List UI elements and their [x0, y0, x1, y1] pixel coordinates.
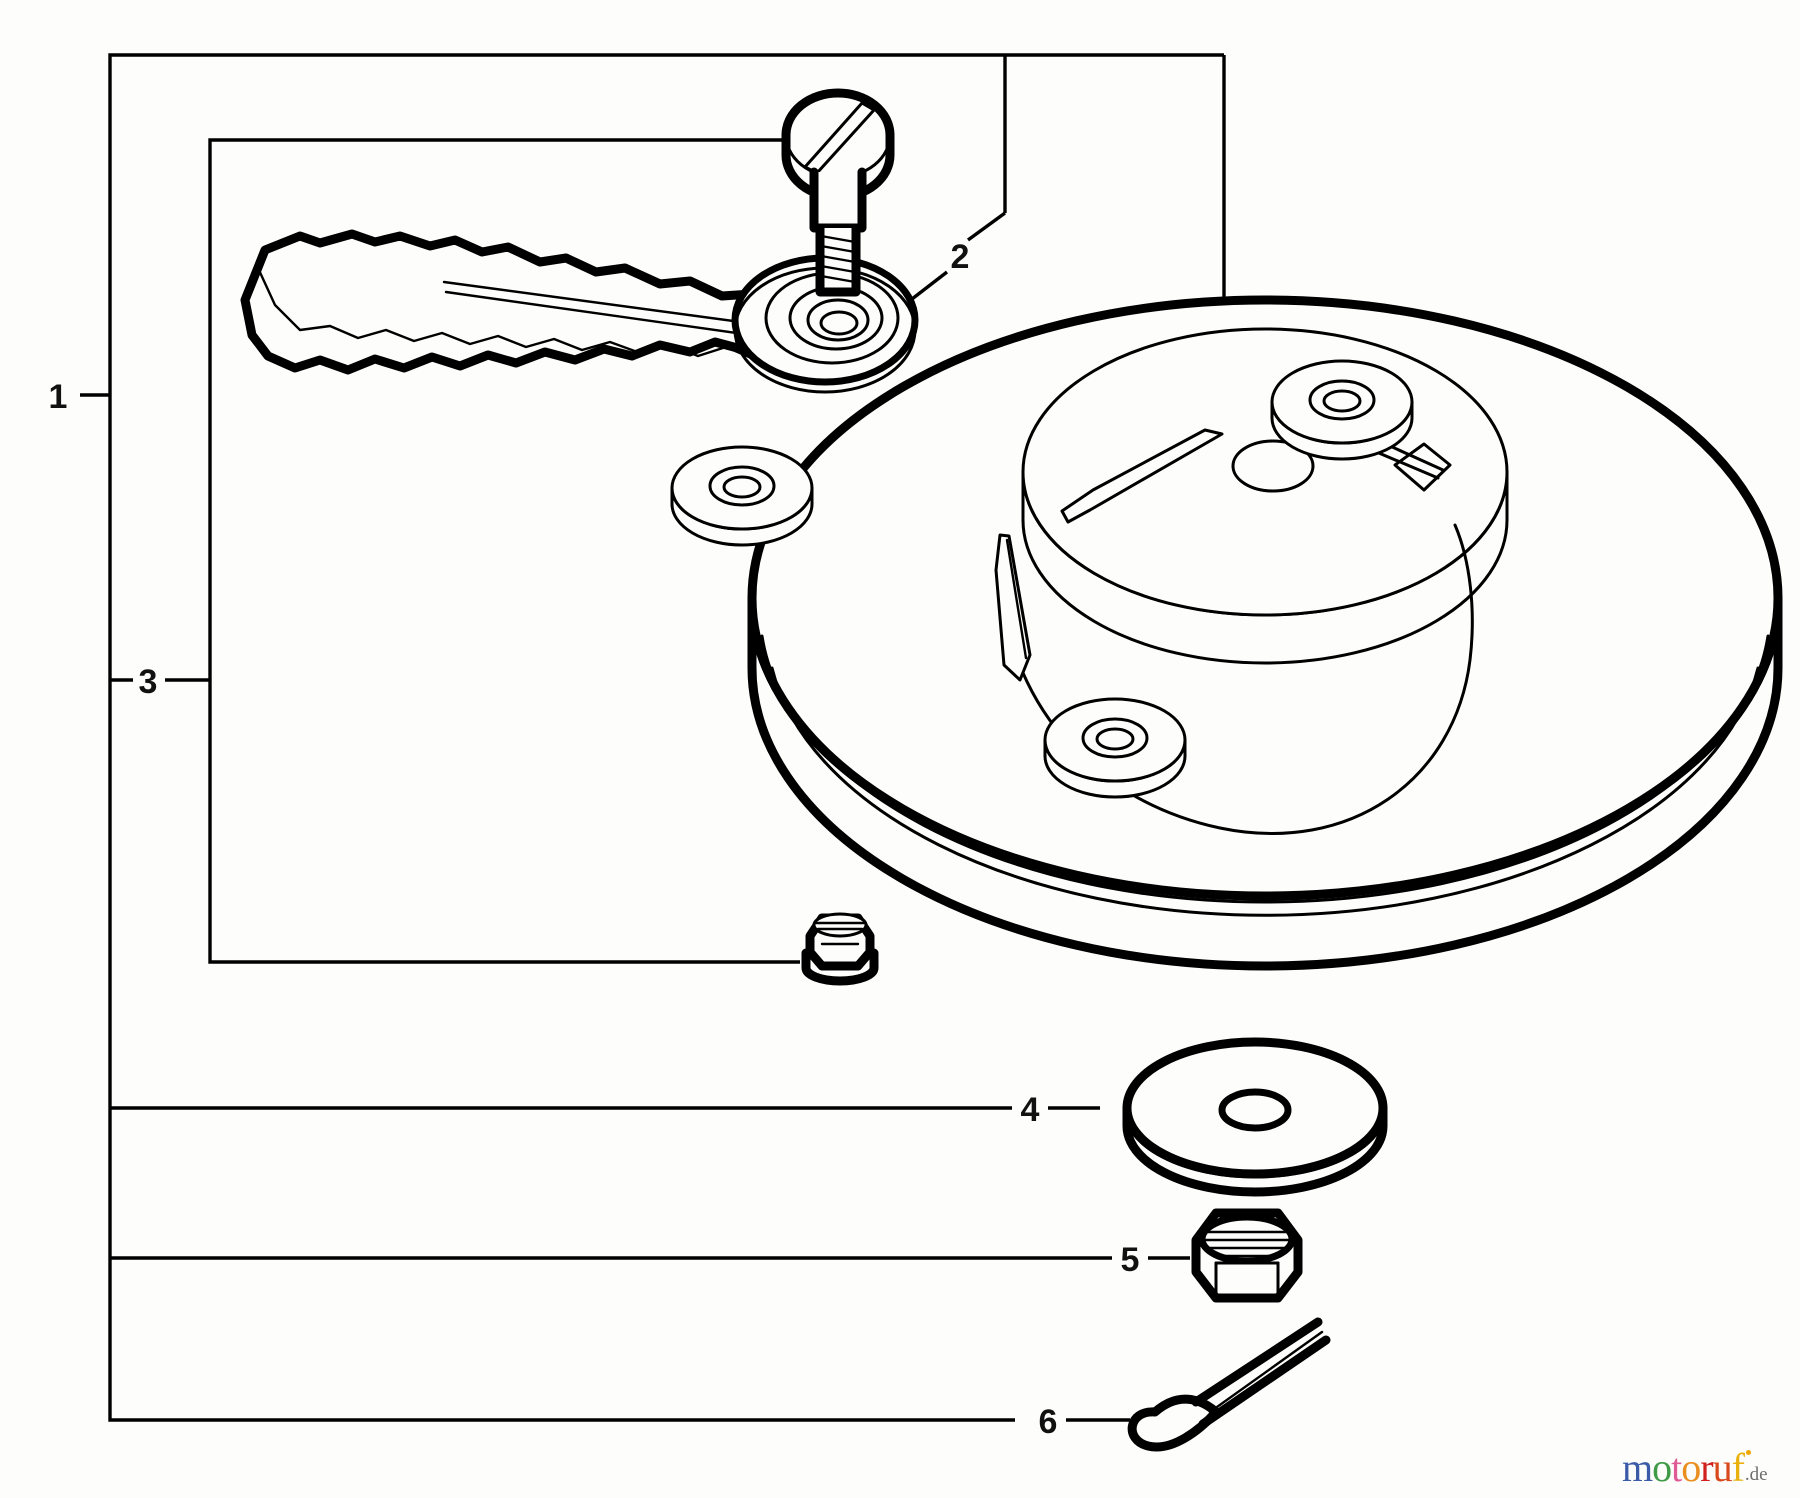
disc-fan-skirt	[998, 523, 1474, 835]
callout-numbers: 1 2 3 4 5 6	[49, 238, 1140, 1441]
cotter-pin-leg-1	[1191, 1317, 1323, 1407]
disc-vane-left	[1060, 428, 1224, 524]
callout-number-1: 1	[49, 378, 68, 416]
bolt-threads	[819, 234, 857, 284]
boss-ur-bore	[1322, 389, 1362, 413]
blade-hub-ring-3	[806, 298, 870, 342]
outer-group-bracket	[108, 53, 1224, 1422]
flange-nut-illustration	[801, 912, 879, 986]
cotter-pin-leg-2	[1198, 1335, 1331, 1429]
brand-wordmark: motoruf	[1622, 1445, 1751, 1490]
brand-letter-m: m	[1622, 1445, 1653, 1490]
mower-disc-illustration	[670, 295, 1783, 971]
disc-boss-bottom	[1043, 697, 1187, 799]
callout-number-3: 3	[139, 663, 158, 701]
brand-letter-o1: o	[1652, 1445, 1672, 1490]
grouping-brackets	[108, 53, 1226, 1422]
flange-nut-bore	[812, 912, 868, 938]
boss-l-ring	[708, 465, 776, 507]
brand-letter-f: f	[1731, 1445, 1745, 1490]
leader-2-lower	[910, 270, 949, 301]
blade-inner-edge	[256, 266, 786, 362]
boss-ur-ring	[1308, 379, 1376, 421]
disc-hub-bore-inner	[1231, 464, 1315, 493]
cotter-pin-eye	[1127, 1394, 1221, 1452]
motoruf-watermark: motoruf .de	[1622, 1440, 1792, 1488]
cotter-pin-illustration	[1127, 1317, 1331, 1452]
blade-hub-bore	[819, 310, 859, 336]
hex-nut-illustration	[1191, 1208, 1303, 1303]
washer-bore-inner	[1220, 1106, 1290, 1128]
inner-group-bracket	[208, 138, 800, 964]
callout-number-2: 2	[951, 238, 970, 276]
disc-boss-left	[670, 445, 814, 547]
callout-number-5: 5	[1121, 1241, 1140, 1279]
disc-boss-upper-right	[1270, 359, 1414, 461]
brand-letter-t: t	[1671, 1445, 1682, 1490]
brand-letter-o2: o	[1681, 1445, 1701, 1490]
boss-l-bore	[722, 475, 762, 499]
boss-b-ring	[1081, 717, 1149, 759]
callout-number-6: 6	[1039, 1403, 1058, 1441]
hex-nut-threads	[1202, 1230, 1292, 1258]
leader-2-upper	[966, 211, 1007, 242]
flail-blade-illustration	[240, 229, 919, 394]
boss-b-bore	[1095, 727, 1135, 751]
callout-number-4: 4	[1021, 1091, 1040, 1129]
disc-vane-bottom-crease	[1005, 538, 1028, 660]
brand-letter-u: u	[1712, 1445, 1733, 1490]
brand-letter-r: r	[1700, 1445, 1713, 1490]
brand-dot-accent	[1745, 1450, 1751, 1455]
disc-rim-relief	[760, 634, 1770, 904]
bolt-shank	[809, 167, 867, 233]
leader-lines	[80, 211, 1190, 1422]
brand-tld: .de	[1744, 1464, 1768, 1485]
washer-bore-outer	[1218, 1088, 1292, 1132]
cotter-pin-center-gap	[1208, 1330, 1324, 1414]
flat-washer-illustration	[1122, 1037, 1388, 1197]
disc-rim-relief-2	[770, 666, 1760, 917]
shoulder-bolt-illustration	[781, 88, 895, 297]
disc-vane-bottom	[994, 533, 1032, 682]
